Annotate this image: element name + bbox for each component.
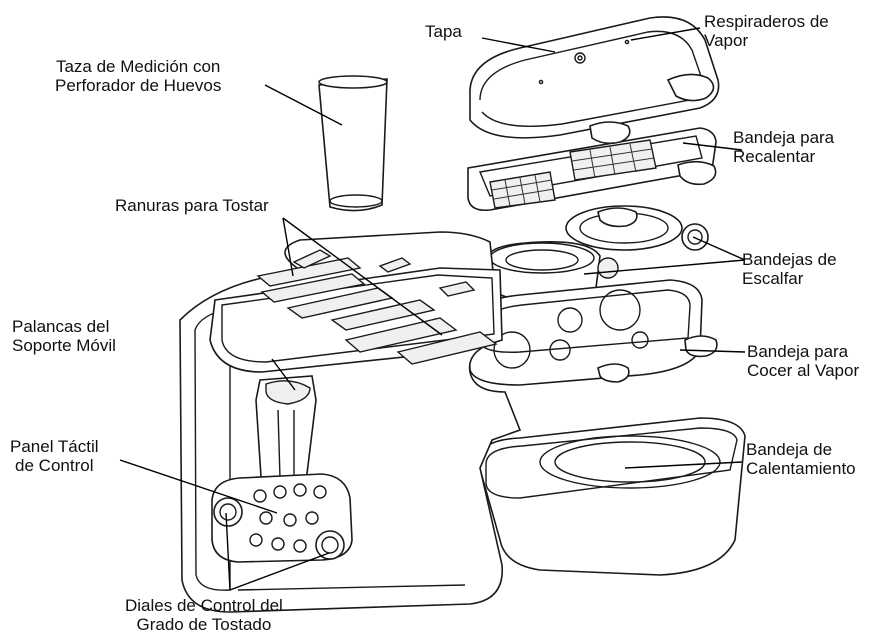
toast-slots: [256, 249, 498, 365]
label-measuring-cup: Taza de Medición con Perforador de Huevo…: [55, 57, 222, 95]
warming-tray: [477, 417, 746, 576]
leader-lines: [119, 27, 746, 591]
reheat-tray: [467, 121, 717, 212]
label-steaming-tray: Bandeja para Cocer al Vapor: [747, 342, 860, 380]
label-steam-vents: Respiraderos de Vapor: [704, 12, 829, 50]
label-toast-slots: Ranuras para Tostar: [115, 196, 269, 215]
label-carriage-levers: Palancas del Soporte Móvil: [12, 317, 116, 355]
label-poaching-trays: Bandejas de Escalfar: [742, 250, 837, 288]
poaching-trays: [487, 205, 709, 303]
toaster-body: [179, 231, 522, 613]
label-lid: Tapa: [425, 22, 462, 41]
label-warming-tray: Bandeja de Calentamiento: [746, 440, 856, 478]
label-reheat-tray: Bandeja para Recalentar: [733, 128, 835, 166]
control-panel: [211, 473, 353, 563]
label-control-panel: Panel Táctil de Control: [10, 437, 99, 475]
label-browning-dials: Diales de Control del Grado de Tostado: [125, 596, 283, 634]
lid: [469, 16, 720, 139]
measuring-cup: [318, 75, 388, 212]
carriage-lever: [255, 375, 317, 493]
